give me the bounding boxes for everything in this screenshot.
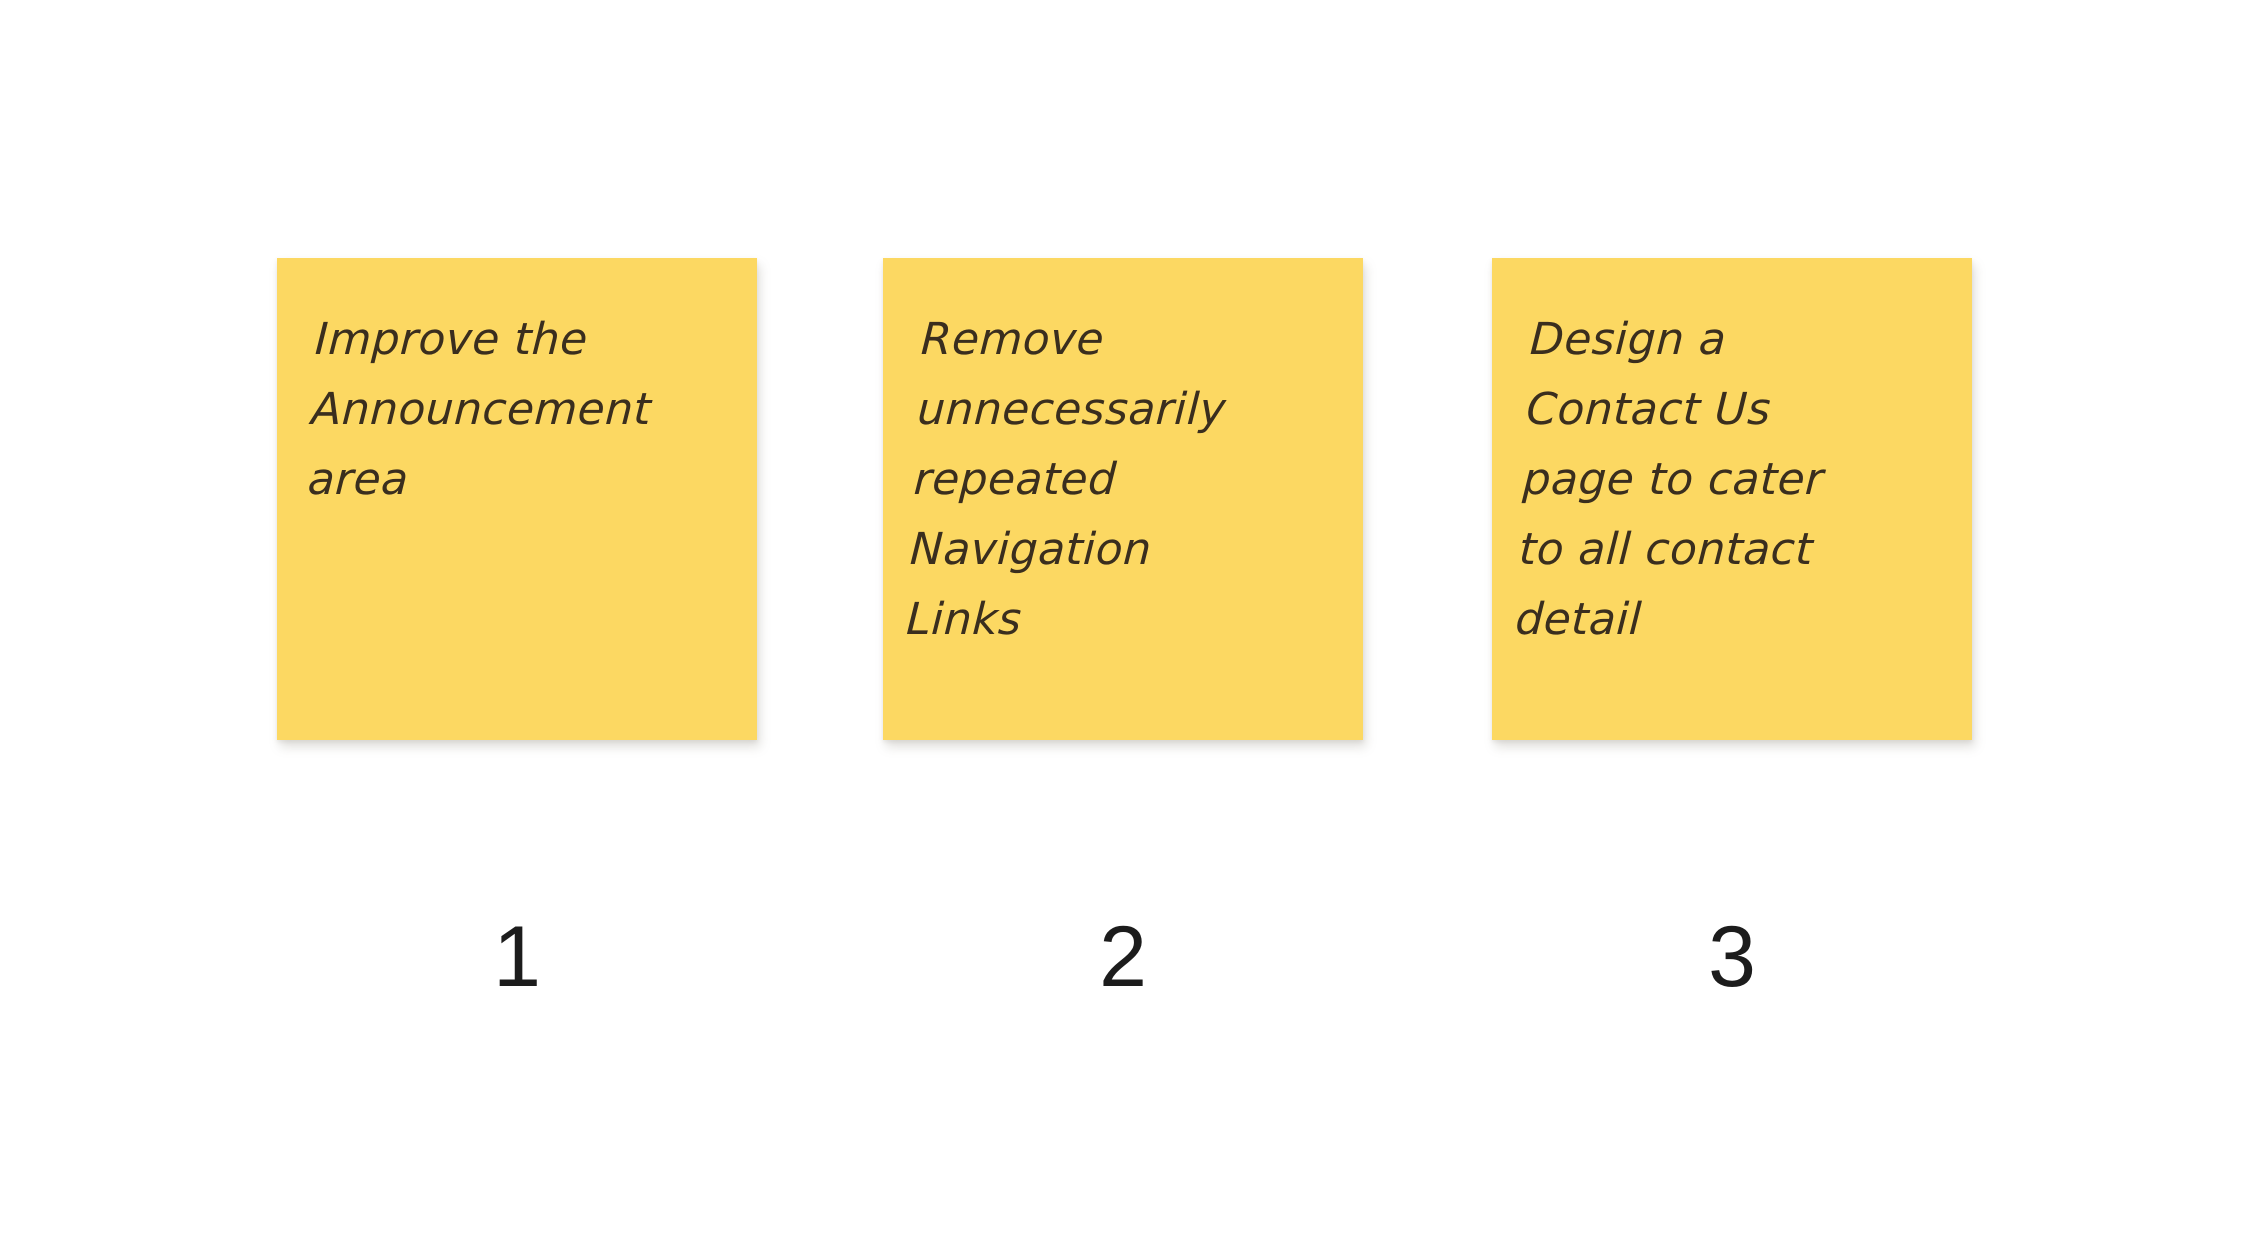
sticky-note-1-text: Improve the Announcement area xyxy=(306,314,653,505)
sticky-note-2-caption-number: 2 xyxy=(1099,909,1147,1005)
sticky-note-2[interactable]: Remove unnecessarily repeated Navigation… xyxy=(883,258,1363,740)
sticky-note-3-text: Design a Contact Us page to cater to all… xyxy=(1514,314,1826,645)
sticky-note-2-text: Remove unnecessarily repeated Navigation… xyxy=(905,314,1228,645)
sticky-note-1[interactable]: Improve the Announcement area xyxy=(277,258,757,740)
sticky-note-1-caption-number: 1 xyxy=(493,909,541,1005)
sticky-note-3-caption-number: 3 xyxy=(1708,909,1756,1005)
sticky-note-3[interactable]: Design a Contact Us page to cater to all… xyxy=(1492,258,1972,740)
